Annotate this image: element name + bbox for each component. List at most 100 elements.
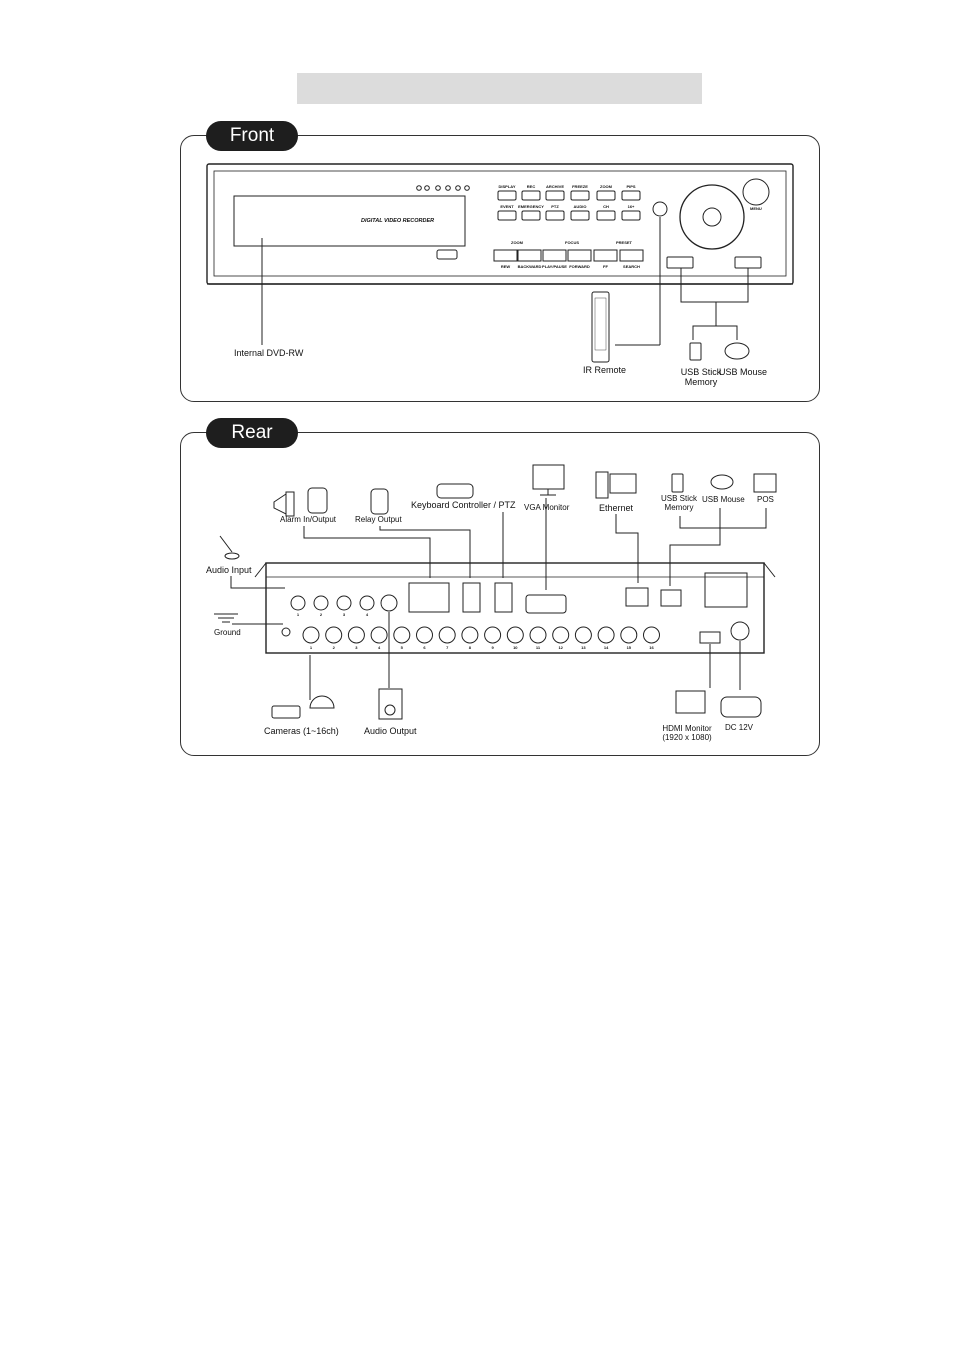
relay-sensor-icon: [370, 488, 389, 515]
callout-usb-mouse-rear: USB Mouse: [702, 495, 745, 504]
camera-port-number: 12: [558, 645, 563, 650]
camera-bnc-port[interactable]: [370, 626, 388, 644]
ethernet-port: [625, 587, 649, 607]
audio-in-number: 2: [319, 612, 323, 617]
camera-port-number: 13: [581, 645, 586, 650]
pos-terminal-icon: [753, 473, 777, 493]
drive-text: DIGITAL VIDEO RECORDER: [361, 218, 435, 224]
front-playback-label: FORWARD: [569, 264, 590, 269]
callout-ir-remote: IR Remote: [583, 365, 627, 375]
camera-bnc-port[interactable]: [484, 626, 502, 644]
front-playback-button[interactable]: [517, 249, 542, 262]
camera-bnc-port[interactable]: [552, 626, 570, 644]
front-usb-port-1: [666, 256, 694, 269]
camera-port-number: 11: [535, 645, 541, 650]
front-button-pips[interactable]: [621, 190, 641, 201]
camera-port-number: 1: [309, 645, 313, 650]
front-playback-label: FF: [603, 264, 608, 269]
front-button-label: CH: [603, 204, 609, 209]
camera-bnc-port[interactable]: [597, 626, 615, 644]
caution-label: [704, 572, 748, 608]
microphone-icon: [219, 535, 240, 560]
hdmi-monitor-icon: [675, 690, 706, 714]
front-button-rec[interactable]: [521, 190, 541, 201]
alarm-terminal-block: [408, 582, 450, 613]
box-camera-icon: [271, 705, 301, 719]
usb-stick-device-front: [689, 342, 702, 361]
camera-bnc-port[interactable]: [302, 626, 320, 644]
camera-port-number: 8: [468, 645, 471, 650]
camera-bnc-port[interactable]: [461, 626, 479, 644]
ir-remote-device: [591, 291, 610, 363]
camera-port-number: 4: [377, 645, 381, 650]
vga-monitor-icon: [532, 464, 565, 490]
camera-bnc-port[interactable]: [325, 626, 343, 644]
front-button-label: 16+: [627, 204, 635, 209]
front-button-display[interactable]: [497, 190, 517, 201]
front-button-ptz[interactable]: [545, 210, 565, 221]
dc-adapter-icon: [720, 696, 762, 718]
audio-in-number: 3: [342, 612, 346, 617]
camera-bnc-port[interactable]: [393, 626, 411, 644]
front-button-label: AUDIO: [573, 204, 587, 209]
front-button-archive[interactable]: [545, 190, 565, 201]
dvr-rear-unit: [254, 562, 776, 654]
front-playback-button[interactable]: [619, 249, 644, 262]
front-playback-button[interactable]: [542, 249, 567, 262]
camera-bnc-port[interactable]: [438, 626, 456, 644]
alarm-sensor-icon: [307, 487, 328, 514]
ground-terminal: [281, 627, 291, 637]
front-button-emergency[interactable]: [521, 210, 541, 221]
usb-stick-device-rear: [671, 473, 684, 493]
camera-bnc-port[interactable]: [416, 626, 433, 644]
rs485-terminal-block: [494, 582, 513, 613]
front-button-label: ARCHIVE: [545, 184, 564, 189]
front-tab-label: Front: [206, 121, 298, 151]
front-button-16[interactable]: [621, 210, 641, 221]
ground-symbol-icon: [214, 613, 238, 623]
callout-internal-dvd: Internal DVD-RW: [234, 348, 304, 358]
camera-port-number: 2: [332, 645, 335, 650]
front-button-label: DISPLAY: [498, 184, 516, 189]
front-button-label: EVENT: [500, 204, 514, 209]
camera-bnc-port[interactable]: [529, 626, 547, 644]
rear-usb-ports: [660, 589, 682, 607]
camera-bnc-port[interactable]: [506, 626, 524, 644]
front-button-audio[interactable]: [570, 210, 590, 221]
callout-vga-monitor: VGA Monitor: [524, 503, 570, 512]
camera-port-number: 10: [513, 645, 518, 650]
front-button-zoom[interactable]: [596, 190, 616, 201]
front-ptz-label: ZOOM: [511, 240, 523, 245]
front-button-label: FREEZE: [572, 184, 588, 189]
dvd-drive-tray: [233, 195, 466, 247]
camera-bnc-port[interactable]: [574, 626, 592, 644]
camera-port-number: 16: [649, 645, 654, 650]
front-playback-label: PLAY/PAUSE: [542, 264, 567, 269]
front-playback-button[interactable]: [567, 249, 592, 262]
camera-port-number: 9: [491, 645, 494, 650]
front-button-freeze[interactable]: [570, 190, 590, 201]
front-button-label: EMERGENCY: [518, 204, 544, 209]
front-button-label: REC: [526, 184, 536, 189]
front-playback-button[interactable]: [593, 249, 618, 262]
front-button-ch[interactable]: [596, 210, 616, 221]
camera-bnc-port[interactable]: [620, 626, 638, 644]
callout-relay-output: Relay Output: [355, 515, 402, 524]
front-button-event[interactable]: [497, 210, 517, 221]
front-playback-button[interactable]: [493, 249, 518, 262]
hdmi-port: [699, 631, 721, 644]
dc-power-jack: [730, 621, 750, 641]
ir-receiver: [652, 201, 668, 217]
front-panel: [180, 135, 820, 402]
camera-port-number: 5: [400, 645, 403, 650]
callout-audio-output: Audio Output: [364, 726, 417, 736]
menu-label: MENU: [750, 206, 762, 211]
camera-port-number: 6: [423, 645, 426, 650]
camera-bnc-port[interactable]: [347, 626, 365, 644]
front-playback-label: SEARCH: [623, 264, 640, 269]
callout-pos: POS: [757, 495, 774, 504]
camera-bnc-port[interactable]: [643, 626, 660, 644]
